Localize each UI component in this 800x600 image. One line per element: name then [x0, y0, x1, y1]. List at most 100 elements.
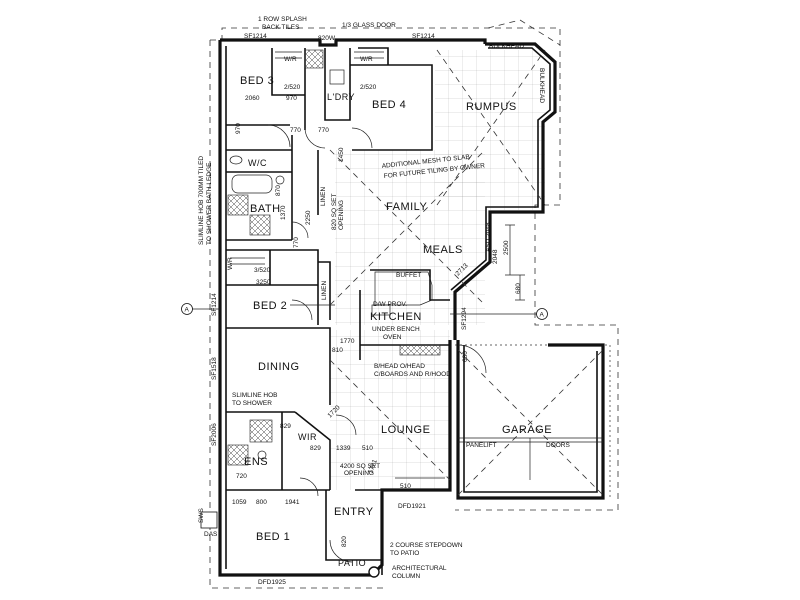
- opening-label-1: 4200 SQ SET: [340, 463, 380, 470]
- room-patio: PATIO: [338, 558, 366, 568]
- dim-870: 870: [275, 185, 282, 196]
- dashed-diagonals: [329, 49, 604, 496]
- wr-bed3-label: W/R: [284, 56, 297, 63]
- toilet: [229, 155, 243, 165]
- wr-bed3-dim: 2/520: [284, 84, 301, 91]
- code-asd2048: ASD 2048: [485, 222, 492, 252]
- panelift-label: PANELIFT: [466, 442, 497, 449]
- bulkhead-right: BULKHEAD: [538, 68, 545, 103]
- room-family: FAMILY: [386, 201, 427, 213]
- grid-label-a-left: A: [185, 307, 190, 314]
- room-bed4: BED 4: [372, 99, 406, 111]
- opening-label-2: OPENING: [344, 470, 374, 477]
- note-slimline-bath-1: SLIMLINE HOB 700MM TILED: [198, 156, 205, 245]
- wr-bed4-label: W/R: [360, 56, 373, 63]
- dim-970a: 970: [286, 95, 297, 102]
- note-column-2: COLUMN: [392, 573, 420, 580]
- room-lounge: LOUNGE: [381, 424, 430, 436]
- wr-bed2-dim: 3/520: [254, 267, 271, 274]
- dimension-lines: [290, 224, 525, 479]
- dim-1770: 1770: [340, 338, 355, 345]
- code-sf1294: SF1294: [461, 307, 468, 330]
- note-glass-door: 1/3 GLASS DOOR: [342, 22, 396, 29]
- annotation-notes: 1 ROW SPLASH BACK TILES 1/3 GLASS DOOR A…: [198, 16, 486, 580]
- architectural-column: [368, 566, 380, 578]
- room-wir: WIR: [298, 432, 317, 442]
- slab-tile-grid: [330, 50, 545, 490]
- code-sf1214b: SF1214: [412, 33, 435, 40]
- room-bath: BATH: [250, 203, 281, 215]
- note-slimline-ens-1: SLIMLINE HOB: [232, 392, 278, 399]
- dim-680b: 680: [462, 351, 469, 362]
- dim-829a: 829: [280, 423, 291, 430]
- room-bed2: BED 2: [253, 300, 287, 312]
- dim-829b: 829: [310, 445, 321, 452]
- code-sf1214a: SF1214: [244, 33, 267, 40]
- under-bench-label-2: OVEN: [383, 334, 402, 341]
- dim-1941: 1941: [285, 499, 300, 506]
- dw-prov-label: D/W PROV.: [373, 301, 407, 308]
- grid-markers: [181, 303, 548, 529]
- grid-marker-a-left: [181, 303, 193, 315]
- dim-770a: 770: [290, 127, 301, 134]
- dim-2500: 2500: [503, 240, 510, 255]
- dim-970b: 970: [235, 123, 242, 134]
- wall-opening-1: 820 SQ SET: [331, 193, 338, 230]
- dim-800: 800: [256, 499, 267, 506]
- wall-opening-2: OPENING: [338, 200, 345, 230]
- code-dfd1921: DFD1921: [398, 503, 426, 510]
- code-sws: SWS: [198, 508, 205, 523]
- room-entry: ENTRY: [334, 506, 374, 518]
- under-bench-label-1: UNDER BENCH: [372, 326, 420, 333]
- linen-lower: LINEN: [321, 281, 328, 300]
- bulkhead-top: BULKHEAD: [489, 43, 524, 50]
- dim-1059: 1059: [232, 499, 247, 506]
- grid-marker-a-right: [536, 308, 548, 320]
- internal-walls: [226, 47, 450, 561]
- dim-1721: 1721: [367, 458, 379, 474]
- dimension-labels: 820W 2060 970 970 770 770 3250 770 1770 …: [232, 35, 522, 547]
- note-stepdown-2: TO PATIO: [390, 550, 419, 557]
- dim-1370: 1370: [280, 205, 287, 220]
- room-bed1: BED 1: [256, 531, 290, 543]
- fixture-labels: W/R 2/520 W/R 2/520 W/R 3/520 LINEN LINE…: [227, 43, 571, 477]
- note-row-splash-1: 1 ROW SPLASH: [258, 16, 307, 23]
- code-sf1518: SF1518: [211, 357, 218, 380]
- note-column-1: ARCHITECTURAL: [392, 565, 447, 572]
- dim-770c: 770: [293, 237, 300, 248]
- dim-720: 720: [236, 473, 247, 480]
- dim-680a: 680: [515, 283, 522, 294]
- code-das: DAS: [204, 531, 218, 538]
- opening-codes: SF1214 SF1214 SF1214 SF1518 SF2006 SF129…: [185, 33, 545, 586]
- room-kitchen: KITCHEN: [370, 311, 422, 323]
- dim-2250: 2250: [305, 210, 312, 225]
- dim-3250: 3250: [256, 279, 271, 286]
- room-ens: ENS: [244, 456, 268, 468]
- linen-upper: LINEN: [320, 187, 327, 206]
- room-labels: BED 3 BED 4 RUMPUS FAMILY MEALS KITCHEN …: [240, 75, 552, 568]
- dim-2048: 2048: [492, 249, 499, 264]
- note-slimline-ens-2: TO SHOWER: [232, 400, 272, 407]
- dim-820: 820: [341, 536, 348, 547]
- room-meals: MEALS: [423, 244, 463, 256]
- note-slimline-bath-2: TO SHOWER BATH LEDGE: [206, 162, 213, 245]
- grid-label-a-right: A: [540, 312, 545, 319]
- bathtub: [231, 174, 273, 194]
- room-laundry: L'DRY: [327, 92, 355, 102]
- dim-1339: 1339: [336, 445, 351, 452]
- room-rumpus: RUMPUS: [466, 101, 517, 113]
- garage-door-lines: [458, 437, 603, 480]
- tiled-areas: [227, 49, 441, 466]
- room-bed3: BED 3: [240, 75, 274, 87]
- fixtures: [229, 51, 433, 578]
- roof-outline: [209, 19, 619, 589]
- dim-810: 810: [332, 347, 343, 354]
- note-row-splash-2: BACK TILES: [262, 24, 300, 31]
- buffet-label: BUFFET: [396, 272, 421, 279]
- room-dining: DINING: [258, 361, 300, 373]
- code-sf1214c: SF1214: [211, 293, 218, 316]
- bhead-label-1: B/HEAD O/HEAD: [374, 363, 425, 370]
- dim-1450: 1450: [338, 147, 345, 162]
- wr-bed4-dim: 2/520: [360, 84, 377, 91]
